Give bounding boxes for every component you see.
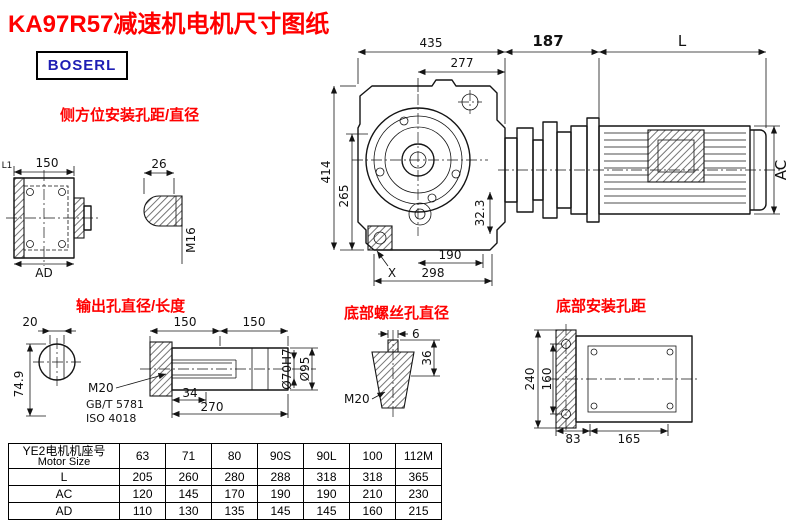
cell-AC-90S: 190 xyxy=(257,485,304,503)
cell-AC-100: 210 xyxy=(349,485,396,503)
side-slot-detail: 26 M16 xyxy=(143,157,198,264)
cell-L-100: 318 xyxy=(349,468,396,486)
dim-M20-screw: M20 xyxy=(344,392,370,406)
dim-M20-output: M20 xyxy=(88,381,114,395)
dim-240: 240 xyxy=(523,368,537,391)
technical-drawing: 435 277 414 265 32.3 X 190 xyxy=(2,32,790,445)
header-cn: YE2电机机座号 xyxy=(22,443,106,458)
dim-298: 298 xyxy=(422,266,445,280)
cell-AD-63: 110 xyxy=(119,502,166,520)
std-iso: ISO 4018 xyxy=(86,412,136,425)
dim-L: L xyxy=(678,32,687,50)
cell-AD-90L: 145 xyxy=(303,502,350,520)
bottom-screw-detail: 6 36 M20 xyxy=(344,327,440,418)
dim-265: 265 xyxy=(337,185,351,208)
dim-36: 36 xyxy=(420,350,434,365)
dim-dia95: Ø95 xyxy=(298,357,312,382)
cell-AD-112M: 215 xyxy=(395,502,442,520)
detail-ref-x: X xyxy=(388,266,396,280)
size-80: 80 xyxy=(211,443,258,469)
dim-M16: M16 xyxy=(184,227,198,253)
cell-AC-112M: 230 xyxy=(395,485,442,503)
dim-34: 34 xyxy=(182,386,197,400)
dim-26: 26 xyxy=(151,157,166,171)
table-row-L: L 205 260 280 288 318 318 365 xyxy=(8,468,442,486)
size-63: 63 xyxy=(119,443,166,469)
label-bottom-mount: 底部安装孔距 xyxy=(556,298,647,315)
dim-150-b: 150 xyxy=(243,315,266,329)
page-title: KA97R57减速机电机尺寸图纸 xyxy=(8,11,330,38)
cell-AD-90S: 145 xyxy=(257,502,304,520)
row-label-L: L xyxy=(8,468,120,486)
label-output-hole: 输出孔直径/长度 xyxy=(76,298,186,315)
table-header-row: YE2电机机座号 Motor Size 63 71 80 90S 90L 100… xyxy=(8,443,442,469)
header-en: Motor Size xyxy=(37,455,91,468)
table-row-AC: AC 120 145 170 190 190 210 230 xyxy=(8,485,442,503)
cell-AC-80: 170 xyxy=(211,485,258,503)
cell-AD-71: 130 xyxy=(165,502,212,520)
dim-277: 277 xyxy=(451,56,474,70)
label-side-mount: 侧方位安装孔距/直径 xyxy=(60,107,200,124)
dim-74-9: 74.9 xyxy=(12,371,26,398)
label-bottom-screw: 底部螺丝孔直径 xyxy=(344,305,450,322)
dim-20: 20 xyxy=(22,315,37,329)
side-mount-view: L1 150 AD xyxy=(2,156,98,280)
dim-AC: AC xyxy=(772,160,790,180)
cell-AC-90L: 190 xyxy=(303,485,350,503)
dim-83: 83 xyxy=(565,432,580,445)
cell-AC-71: 145 xyxy=(165,485,212,503)
dim-165: 165 xyxy=(618,432,641,445)
row-label-AC: AC xyxy=(8,485,120,503)
cell-L-63: 205 xyxy=(119,468,166,486)
dim-160: 160 xyxy=(540,368,554,391)
dim-32-3: 32.3 xyxy=(473,200,487,227)
motor-size-table: YE2电机机座号 Motor Size 63 71 80 90S 90L 100… xyxy=(8,443,442,520)
dim-190: 190 xyxy=(439,248,462,262)
output-shaft-view: 20 74.9 xyxy=(12,315,318,425)
dim-414: 414 xyxy=(319,161,333,184)
size-90S: 90S xyxy=(257,443,304,469)
size-112M: 112M xyxy=(395,443,442,469)
row-label-AD: AD xyxy=(8,502,120,520)
gearbox-front-view: 435 277 414 265 32.3 X 190 xyxy=(319,36,506,286)
cell-L-90S: 288 xyxy=(257,468,304,486)
dim-6: 6 xyxy=(412,327,420,341)
dim-270: 270 xyxy=(201,400,224,414)
size-71: 71 xyxy=(165,443,212,469)
dim-187: 187 xyxy=(532,32,563,50)
cell-L-90L: 318 xyxy=(303,468,350,486)
motor-side-view: 187 L AC xyxy=(498,32,790,223)
cell-L-71: 260 xyxy=(165,468,212,486)
dim-435: 435 xyxy=(420,36,443,50)
brand-logo: BOSERL xyxy=(36,51,128,80)
dim-AD: AD xyxy=(35,266,52,280)
cell-L-80: 280 xyxy=(211,468,258,486)
dim-dia70H7: Ø70H7 xyxy=(280,348,294,389)
cell-AD-80: 135 xyxy=(211,502,258,520)
header-motor-size: YE2电机机座号 Motor Size xyxy=(8,443,120,469)
size-100: 100 xyxy=(349,443,396,469)
std-gbt: GB/T 5781 xyxy=(86,398,144,411)
size-90L: 90L xyxy=(303,443,350,469)
brand-text: BOSERL xyxy=(47,57,117,74)
cell-L-112M: 365 xyxy=(395,468,442,486)
table-row-AD: AD 110 130 135 145 145 160 215 xyxy=(8,502,442,520)
dim-150-side: 150 xyxy=(36,156,59,170)
dim-150-a: 150 xyxy=(174,315,197,329)
bottom-mount-view: 240 160 83 165 xyxy=(523,324,700,445)
dim-L1: L1 xyxy=(2,161,13,171)
cell-AC-63: 120 xyxy=(119,485,166,503)
cell-AD-100: 160 xyxy=(349,502,396,520)
